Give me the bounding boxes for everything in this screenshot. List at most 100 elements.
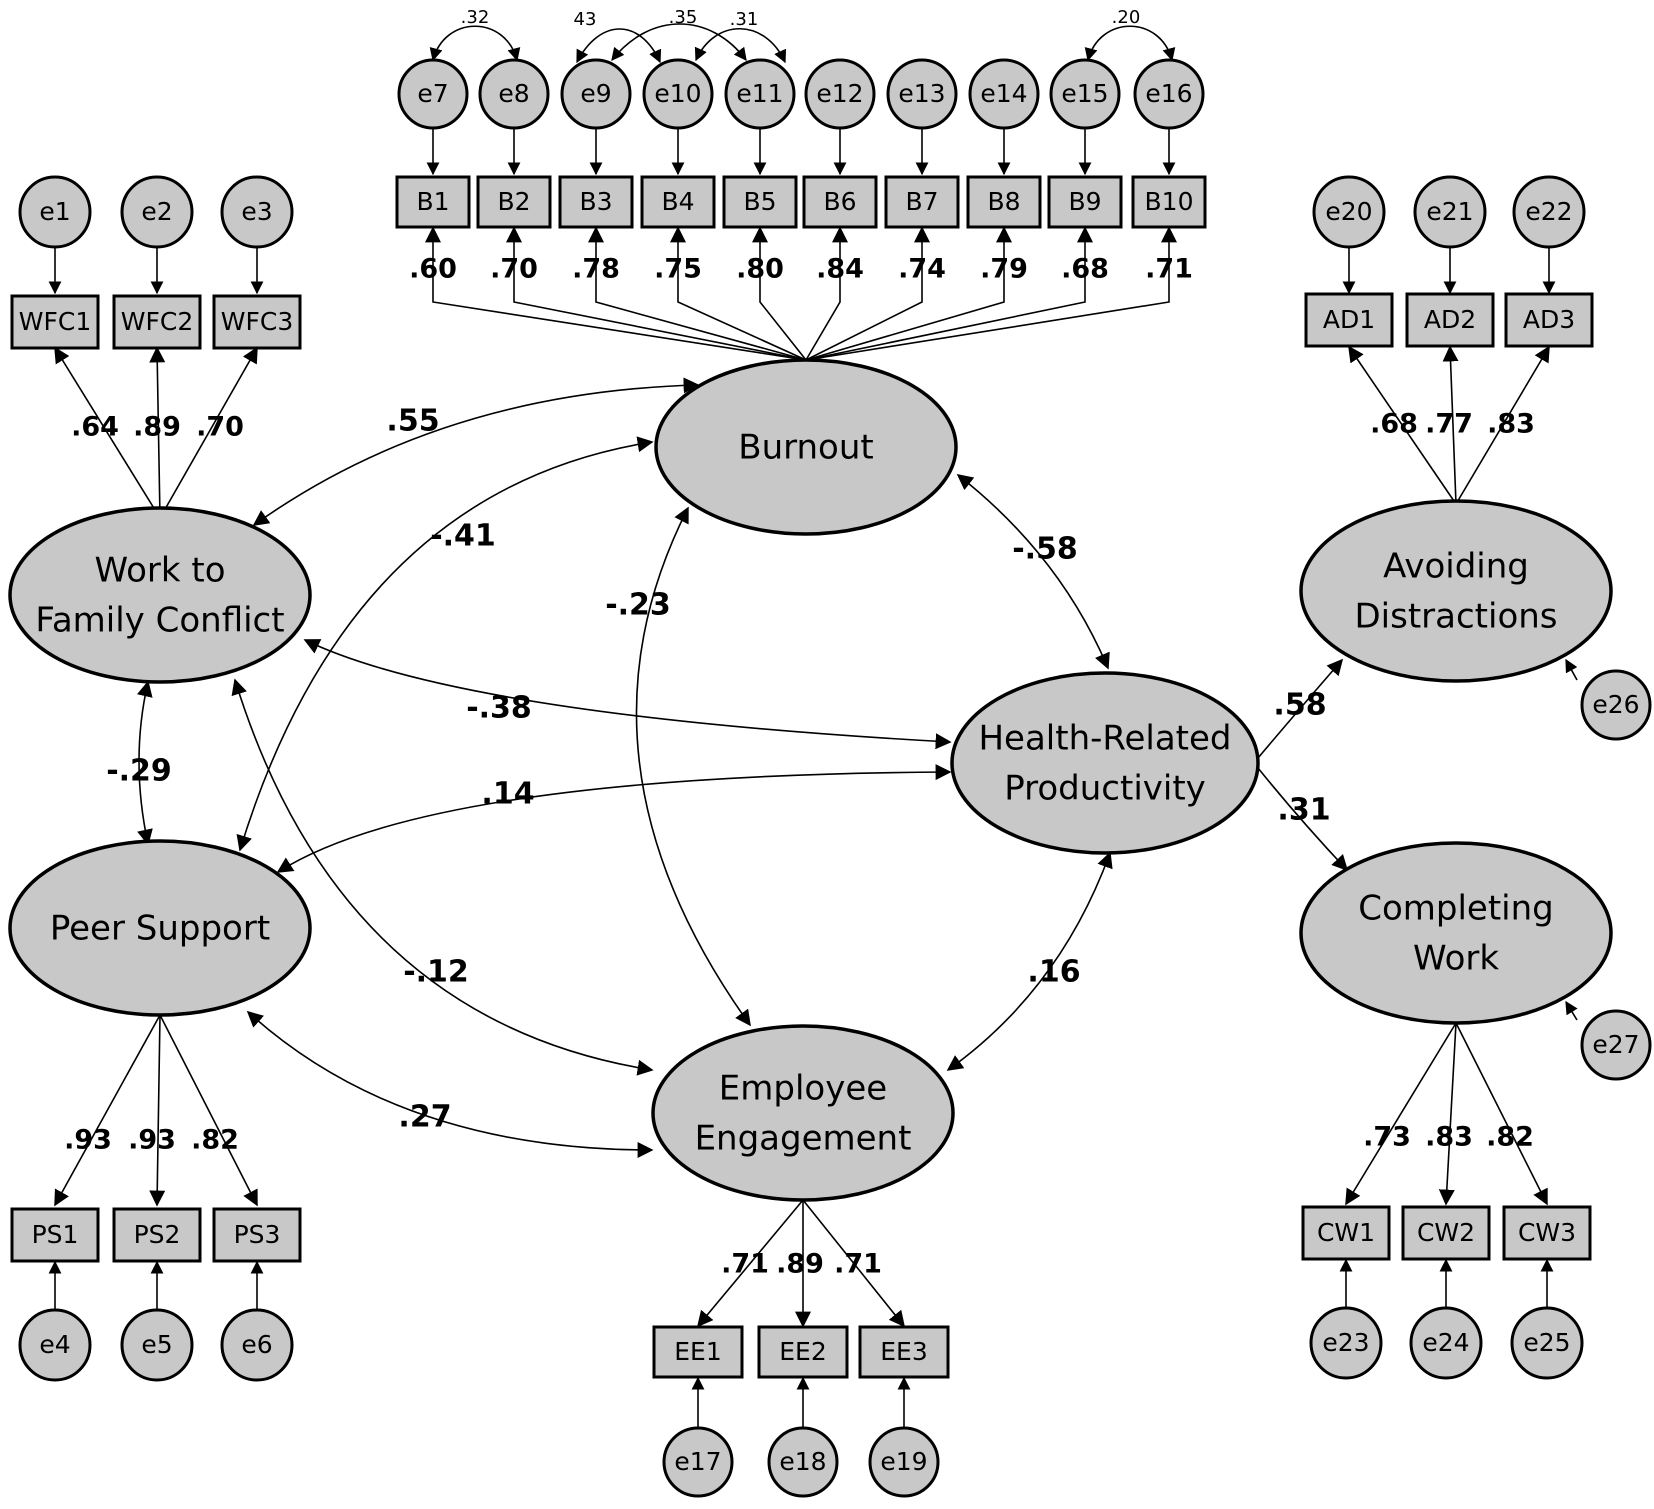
correlation-burnout-ee bbox=[635, 506, 751, 1027]
error-cov-e9-e11-value: .35 bbox=[669, 7, 698, 28]
indicator-b10-box bbox=[1131, 175, 1207, 229]
correlation-wfc-ps bbox=[136, 680, 153, 846]
correlation-burnout-hrp bbox=[956, 474, 1110, 670]
error-e11-circle bbox=[724, 58, 796, 130]
loading-path-ee1 bbox=[696, 1199, 804, 1328]
error-e2-circle bbox=[120, 175, 194, 249]
correlation-value-ee-hrp: .16 bbox=[1027, 955, 1080, 990]
loading-cw2: .83 bbox=[1425, 1122, 1473, 1153]
indicator-b6-box bbox=[802, 175, 878, 229]
error-e10-circle bbox=[642, 58, 714, 130]
correlation-value-wfc-hrp: -.38 bbox=[466, 691, 532, 726]
latent-hrp-line-0: Health-Related bbox=[978, 719, 1231, 759]
error-e25-circle bbox=[1510, 1306, 1584, 1380]
loading-path-b8 bbox=[805, 226, 1012, 361]
latent-cw-line-0: Completing bbox=[1358, 889, 1554, 929]
error-e8-circle bbox=[478, 58, 550, 130]
loading-path-ee3 bbox=[802, 1199, 906, 1328]
error-e8-label: e8 bbox=[498, 79, 529, 108]
latent-burnout bbox=[654, 358, 958, 536]
loading-b10: .71 bbox=[1145, 254, 1193, 285]
error-e22-label: e22 bbox=[1525, 197, 1572, 226]
indicator-ad1-box bbox=[1304, 292, 1394, 348]
latent-hrp bbox=[950, 671, 1260, 855]
disturbance-arrow-ad bbox=[1565, 658, 1578, 681]
indicator-ee2-label: EE2 bbox=[779, 1337, 827, 1366]
indicator-b2-label: B2 bbox=[497, 187, 530, 216]
indicator-b10-label: B10 bbox=[1145, 187, 1194, 216]
error-e4-label: e4 bbox=[39, 1330, 70, 1359]
error-e13-label: e13 bbox=[898, 79, 945, 108]
correlation-wfc-burnout bbox=[252, 377, 700, 526]
indicator-b6-label: B6 bbox=[823, 187, 856, 216]
correlation-value-wfc-ps: -.29 bbox=[106, 754, 172, 789]
loading-wfc3: .70 bbox=[196, 412, 244, 443]
latent-cw-line-1: Work bbox=[1413, 939, 1499, 979]
indicator-b9-box bbox=[1047, 175, 1123, 229]
error-e17-circle bbox=[662, 1426, 734, 1498]
error-e24-label: e24 bbox=[1422, 1328, 1469, 1357]
error-e13-circle bbox=[886, 58, 958, 130]
indicator-wfc2-label: WFC2 bbox=[121, 307, 193, 336]
error-cov-e7-e8 bbox=[429, 25, 521, 62]
indicator-wfc1-label: WFC1 bbox=[19, 307, 91, 336]
latent-cw bbox=[1299, 841, 1613, 1025]
latent-ee-line-1: Engagement bbox=[695, 1119, 912, 1159]
error-e21-label: e21 bbox=[1426, 197, 1473, 226]
loading-path-wfc2 bbox=[149, 346, 166, 519]
indicator-b8-box bbox=[966, 175, 1042, 229]
error-e12-label: e12 bbox=[816, 79, 863, 108]
indicator-cw3-label: CW3 bbox=[1518, 1218, 1576, 1247]
indicator-ps1-box bbox=[10, 1207, 100, 1263]
loading-b4: .75 bbox=[654, 254, 702, 285]
disturbance-arrow-cw bbox=[1565, 1000, 1578, 1021]
loading-path-ps2 bbox=[149, 1014, 166, 1207]
error-cov-e9-e10-value: 43 bbox=[574, 9, 597, 30]
correlation-value-ps-hrp: .14 bbox=[481, 777, 534, 812]
correlation-ps-hrp bbox=[276, 764, 952, 873]
loading-b8: .79 bbox=[980, 254, 1028, 285]
loading-b5: .80 bbox=[736, 254, 784, 285]
loading-path-b9 bbox=[805, 226, 1093, 361]
indicator-b1-label: B1 bbox=[416, 187, 449, 216]
error-cov-e10-e11-value: .31 bbox=[730, 9, 759, 30]
correlation-value-burnout-hrp: -.58 bbox=[1012, 532, 1078, 567]
error-e7-label: e7 bbox=[417, 79, 448, 108]
indicator-wfc3-label: WFC3 bbox=[221, 307, 293, 336]
loading-path-b6 bbox=[805, 226, 848, 361]
correlation-value-burnout-ee: -.23 bbox=[605, 588, 671, 623]
indicator-b4-box bbox=[640, 175, 716, 229]
latent-ad-line-1: Distractions bbox=[1354, 597, 1557, 637]
error-e18-circle bbox=[767, 1426, 839, 1498]
error-e9-label: e9 bbox=[580, 79, 611, 108]
loading-path-cw2 bbox=[1438, 1022, 1457, 1206]
indicator-ps3-label: PS3 bbox=[234, 1220, 281, 1249]
loading-cw3: .82 bbox=[1486, 1122, 1534, 1153]
error-e7-circle bbox=[397, 58, 469, 130]
indicator-cw2-box bbox=[1401, 1205, 1491, 1261]
error-e25-label: e25 bbox=[1523, 1328, 1570, 1357]
indicator-wfc1-box bbox=[10, 294, 100, 350]
loading-wfc1: .64 bbox=[71, 412, 119, 443]
second-order-path-cw bbox=[1257, 767, 1349, 872]
latent-burnout-line-0: Burnout bbox=[738, 428, 874, 468]
error-e6-label: e6 bbox=[241, 1330, 272, 1359]
indicator-b9-label: B9 bbox=[1068, 187, 1101, 216]
error-cov-e9-e11 bbox=[611, 23, 747, 62]
error-e1-circle bbox=[18, 175, 92, 249]
error-e5-label: e5 bbox=[141, 1330, 172, 1359]
indicator-b1-box bbox=[395, 175, 471, 229]
loading-b2: .70 bbox=[490, 254, 538, 285]
disturbance-e26-circle bbox=[1580, 669, 1652, 741]
loading-path-wfc1 bbox=[54, 346, 161, 519]
loading-path-ad2 bbox=[1442, 345, 1459, 505]
correlation-wfc-ee bbox=[231, 678, 654, 1076]
latent-wfc-line-1: Family Conflict bbox=[35, 601, 284, 641]
latent-ps-line-0: Peer Support bbox=[50, 909, 270, 949]
second-order-path-ad bbox=[1257, 658, 1344, 759]
error-e11-label: e11 bbox=[736, 79, 783, 108]
indicator-ad1-label: AD1 bbox=[1323, 305, 1375, 334]
latent-ee-line-0: Employee bbox=[719, 1069, 887, 1109]
loading-path-ps1 bbox=[54, 1014, 161, 1207]
